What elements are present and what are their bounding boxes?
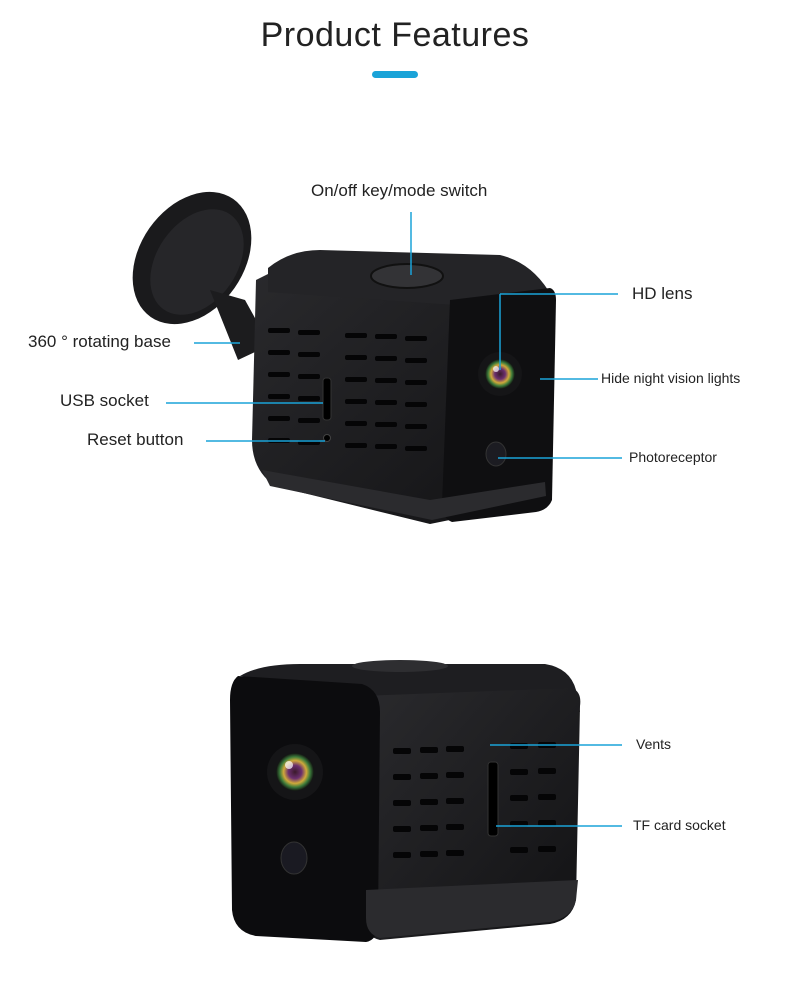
bottom-vents [393,742,556,858]
top-vents [268,328,427,451]
usb-socket [322,377,332,421]
callout-usb-socket: USB socket [60,391,149,410]
page-title: Product Features [260,16,530,54]
reset-button [323,434,331,442]
bottom-callout-lines [490,744,622,827]
callout-tf-card-socket: TF card socket [633,817,726,833]
callout-reset-button: Reset button [87,430,184,449]
title-underline [372,71,418,78]
photoreceptor [485,441,507,467]
callout-hd-lens: HD lens [632,284,693,303]
rotating-base [132,191,270,360]
callout-night-vision: Hide night vision lights [601,370,741,386]
callout-vents: Vents [636,736,672,752]
callout-photoreceptor: Photoreceptor [629,449,717,465]
callout-power-switch: On/off key/mode switch [311,181,488,200]
power-button [370,263,444,289]
top-callout-lines [166,212,622,459]
callout-rotating-base: 360 ° rotating base [28,332,171,351]
bottom-camera [230,660,581,942]
tf-card-socket [487,761,499,837]
top-camera [132,191,556,524]
